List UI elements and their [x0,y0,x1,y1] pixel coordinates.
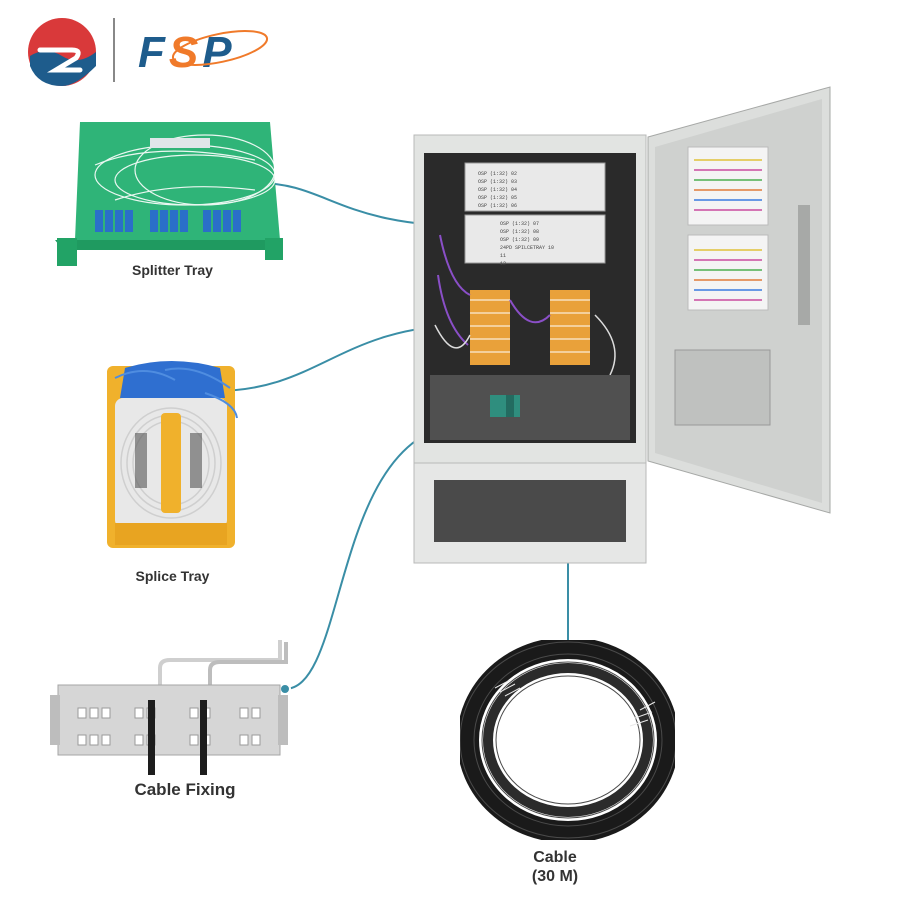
splitter-tray-image [55,122,283,266]
cabinet-image [413,86,831,564]
brand-letter-1: F [138,28,169,77]
tray-label: 24PD SPILCETRAY 10 [500,245,555,251]
splitter-line: OSP (1:32) 02 [478,171,518,177]
cable-label: Cable (30 M) [500,848,610,886]
splitter-line: OSP (1:32) 07 [500,221,540,227]
tray-row: 12 [500,261,507,267]
logo-divider [113,18,115,82]
cable-fixing-image [50,640,288,775]
splitter-line: OSP (1:32) 03 [478,179,518,185]
cabinet-splitter-text-2: OSP (1:32) 07 OSP (1:32) 08 OSP (1:32) 0… [500,220,620,268]
splitter-tray-label: Splitter Tray [132,262,213,278]
cable-fixing-label: Cable Fixing [134,780,236,799]
tray-row: 11 [500,253,507,259]
cable-coil-image [460,640,675,840]
brand-wordmark: FSP [138,28,236,78]
brand-swoosh [171,30,269,66]
cable-label-line1: Cable [533,849,577,866]
logo-mark [28,18,96,86]
splitter-line: OSP (1:32) 06 [478,203,518,209]
splitter-line: OSP (1:32) 04 [478,187,518,193]
logo [26,16,98,88]
splice-tray-image [107,361,238,548]
splitter-line: OSP (1:32) 09 [500,237,540,243]
splitter-line: OSP (1:32) 08 [500,229,540,235]
cabinet-splitter-text: OSP (1:32) 02 OSP (1:32) 03 OSP (1:32) 0… [478,170,598,210]
splitter-line: OSP (1:32) 05 [478,195,518,201]
splice-tray-label: Splice Tray [135,568,210,584]
cable-label-line2: (30 M) [531,868,579,885]
